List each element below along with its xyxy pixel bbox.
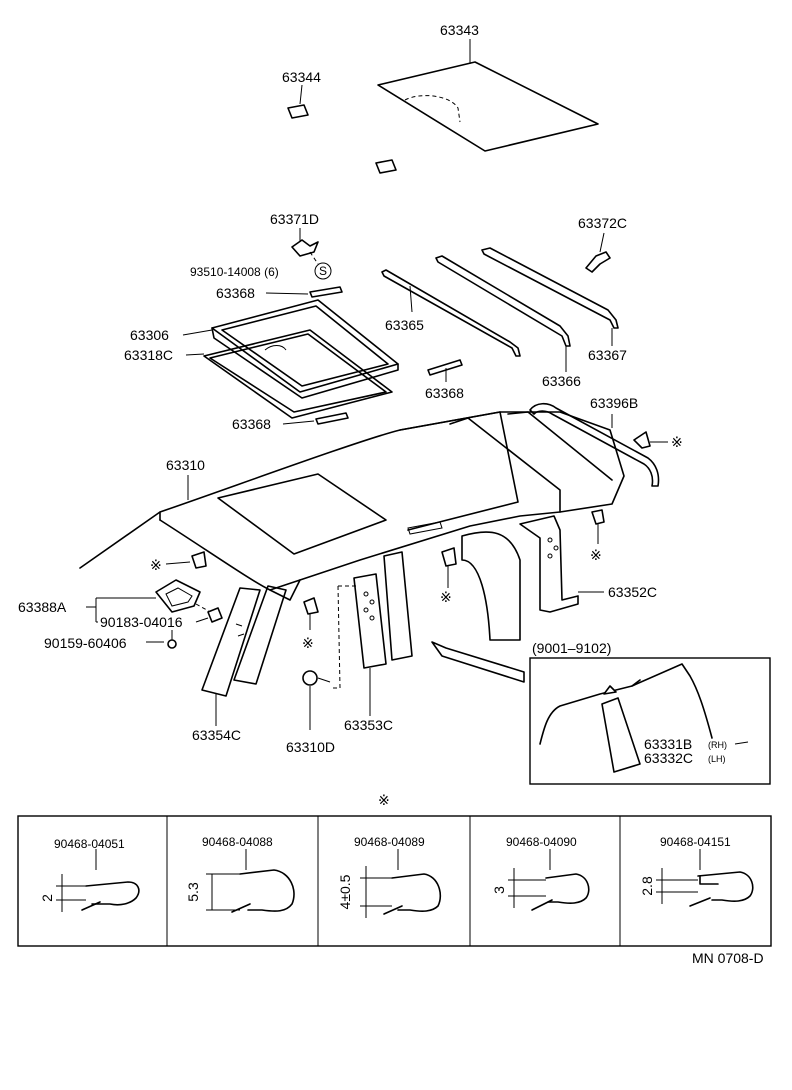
mark-3: ※ xyxy=(440,589,452,605)
roof-bow-63365 xyxy=(381,269,521,357)
pillar-63352C xyxy=(519,515,604,613)
clip-pillar-c xyxy=(591,509,605,525)
pillar-63354C xyxy=(201,585,287,726)
clip-cell-4 xyxy=(508,849,590,911)
label-63367: 63367 xyxy=(588,347,627,363)
label-93510: 93510-14008 (6) xyxy=(190,265,279,279)
inset-box xyxy=(529,657,771,785)
clip-cell-5 xyxy=(656,849,754,907)
s-mark-icon xyxy=(314,262,332,280)
label-63365: 63365 xyxy=(385,317,424,333)
mark-1: ※ xyxy=(671,434,683,450)
headliner-cover-63343 xyxy=(377,39,599,152)
clip-part-3: 90468-04089 xyxy=(354,835,425,849)
label-63343: 63343 xyxy=(440,22,479,38)
footer-code: MN 0708-D xyxy=(692,950,764,966)
clip-63310D xyxy=(302,670,331,730)
grip-base-63388A xyxy=(155,579,223,623)
inset-lh-side: (LH) xyxy=(708,754,726,764)
clip-center xyxy=(441,547,457,567)
handle-63371D xyxy=(291,228,319,265)
label-90159: 90159-60406 xyxy=(44,635,127,651)
label-63353C: 63353C xyxy=(344,717,393,733)
strip-63368-upper xyxy=(309,286,343,298)
label-63368-lower: 63368 xyxy=(232,416,271,432)
roof-bow-63366 xyxy=(435,255,571,372)
clip-cell-2 xyxy=(206,849,295,913)
label-63368-middle: 63368 xyxy=(425,385,464,401)
mark-4: ※ xyxy=(302,635,314,651)
clip-part-4: 90468-04090 xyxy=(506,835,577,849)
pad-63344 xyxy=(287,84,397,174)
mark-5: ※ xyxy=(150,557,162,573)
seal-63318C xyxy=(203,329,393,419)
screw-icon xyxy=(167,630,177,649)
strip-63368-lower xyxy=(315,412,349,425)
sunroof-frame-63306 xyxy=(211,299,399,399)
clip-part-5: 90468-04151 xyxy=(660,835,731,849)
label-63366: 63366 xyxy=(542,373,581,389)
headliner-63310 xyxy=(79,411,625,601)
clip-cell-1 xyxy=(56,849,140,912)
clip-dim-4: 3 xyxy=(491,886,507,894)
strip-63368-middle xyxy=(427,359,463,376)
label-63354C: 63354C xyxy=(192,727,241,743)
label-63388A: 63388A xyxy=(18,599,67,615)
label-63371D: 63371D xyxy=(270,211,319,227)
rear-quarter-panel xyxy=(461,531,521,641)
clip-dim-5: 2.8 xyxy=(639,876,655,896)
label-63310: 63310 xyxy=(166,457,205,473)
clip-cell-3 xyxy=(360,849,442,918)
label-63306: 63306 xyxy=(130,327,169,343)
label-63344: 63344 xyxy=(282,69,321,85)
inset-lh-part: 63332C xyxy=(644,750,693,766)
label-90183: 90183-04016 xyxy=(100,614,183,630)
label-63318C: 63318C xyxy=(124,347,173,363)
label-63368-upper: 63368 xyxy=(216,285,255,301)
mark-2: ※ xyxy=(590,547,602,563)
clip-part-2: 90468-04088 xyxy=(202,835,273,849)
pillar-63353C xyxy=(332,551,413,716)
clip-table-mark: ※ xyxy=(378,792,390,808)
clip-table xyxy=(17,815,772,947)
inset-range: (9001–9102) xyxy=(532,640,611,656)
clip-front xyxy=(191,551,207,569)
clip-63372C xyxy=(585,251,611,273)
clip-63310D-upper xyxy=(303,597,319,615)
inset-detail xyxy=(539,663,713,773)
roof-bow-63367 xyxy=(481,247,619,346)
label-63352C: 63352C xyxy=(608,584,657,600)
label-63310D: 63310D xyxy=(286,739,335,755)
clip-dim-3: 4±0.5 xyxy=(337,874,353,909)
inset-rh-part: 63331B xyxy=(644,736,692,752)
clip-marked-icon xyxy=(633,431,668,449)
label-63372C: 63372C xyxy=(578,215,627,231)
label-63396B: 63396B xyxy=(590,395,638,411)
clip-dim-1: 2 xyxy=(39,894,55,902)
inset-arrow xyxy=(431,641,525,683)
clip-part-1: 90468-04051 xyxy=(54,837,125,851)
s-mark: S xyxy=(319,264,327,278)
clip-dim-2: 5.3 xyxy=(185,882,201,902)
inset-rh-side: (RH) xyxy=(708,740,727,750)
